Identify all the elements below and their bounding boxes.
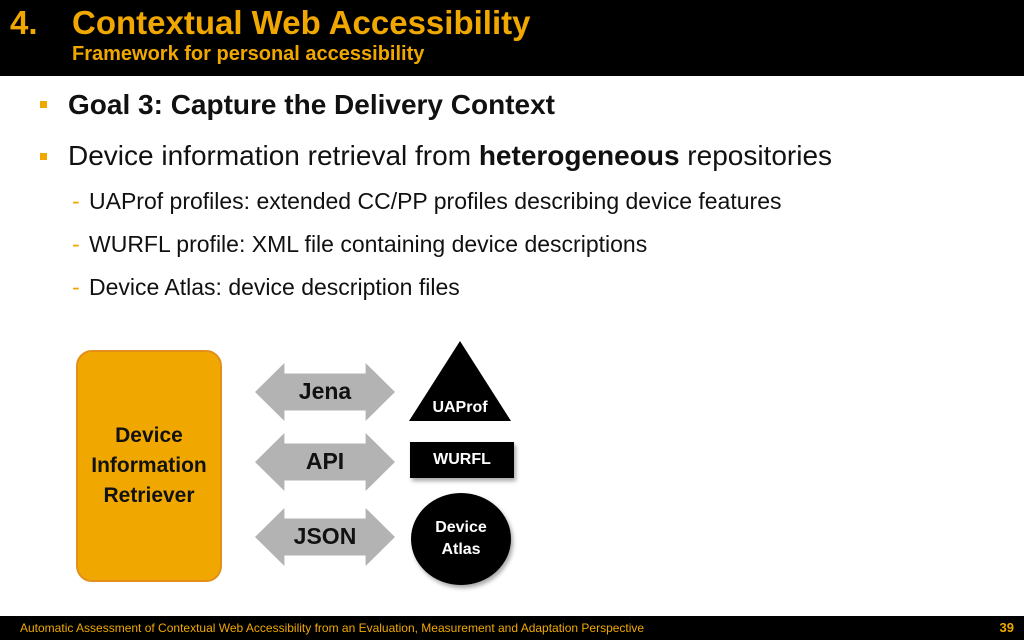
- footer-bar: Automatic Assessment of Contextual Web A…: [0, 616, 1024, 640]
- retriever-label: Device Information Retriever: [91, 424, 207, 507]
- bullet-device-info: Device information retrieval from hetero…: [68, 140, 832, 172]
- title-bar: 4. Contextual Web Accessibility Framewor…: [0, 0, 1024, 76]
- device-info-suffix: repositories: [679, 140, 833, 171]
- device-atlas-circle: Device Atlas: [411, 493, 511, 585]
- footer-text: Automatic Assessment of Contextual Web A…: [20, 621, 645, 635]
- wurfl-box: WURFL: [410, 442, 514, 478]
- device-atlas-line1: Device: [435, 519, 487, 536]
- bullet-marker: [40, 153, 47, 160]
- json-label: JSON: [293, 523, 357, 549]
- bullet-marker: [40, 101, 47, 108]
- device-info-bold: heterogeneous: [478, 140, 680, 171]
- uaprof-triangle: UAProf: [409, 341, 511, 421]
- slide-subtitle: Framework for personal accessibility: [72, 43, 425, 65]
- device-atlas-line2: Atlas: [441, 541, 481, 558]
- wurfl-label: WURFL: [433, 451, 491, 468]
- api-label: API: [305, 448, 345, 474]
- sub-bullet-uaprof: UAProf profiles: extended CC/PP profiles…: [89, 188, 782, 214]
- uaprof-triangle-shape: [409, 341, 511, 421]
- device-information-retriever-box: Device Information Retriever: [76, 350, 222, 582]
- slide-title: Contextual Web Accessibility: [72, 4, 531, 41]
- sub-bullet-dash: -: [72, 274, 80, 300]
- sub-bullet-dash: -: [72, 188, 80, 214]
- page-number: 39: [999, 620, 1014, 635]
- section-number: 4.: [10, 4, 38, 41]
- jena-label: Jena: [298, 378, 352, 404]
- sub-bullet-dash: -: [72, 231, 80, 257]
- bullet-goal: Goal 3: Capture the Delivery Context: [68, 89, 556, 120]
- uaprof-label: UAProf: [432, 399, 488, 416]
- sub-bullet-wurfl: WURFL profile: XML file containing devic…: [89, 231, 648, 257]
- device-atlas-label: Device Atlas: [416, 517, 506, 561]
- sub-bullet-atlas: Device Atlas: device description files: [89, 274, 460, 300]
- device-info-prefix: Device information retrieval from: [68, 140, 479, 171]
